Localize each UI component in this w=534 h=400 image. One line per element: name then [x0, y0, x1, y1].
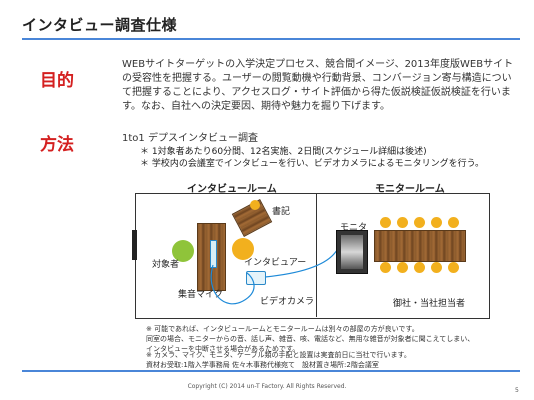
method-bullet-1: ＊ 1対象者あたり60分間、12名実施、2日間(スケジュール詳細は後述)	[140, 147, 427, 157]
scribe-seat	[250, 200, 260, 210]
method-heading: 方法	[40, 135, 74, 155]
monitor-icon	[336, 230, 368, 274]
observer-seat	[448, 217, 459, 228]
scribe-label: 書記	[272, 207, 291, 217]
note-2: ※ カメラ、マイク、モニタ、ケーブル類の手配と設置は実査前日に当社で行います。 …	[146, 351, 411, 369]
monitor-room-label: モニタールーム	[375, 184, 445, 195]
observer-seat	[431, 217, 442, 228]
monitor-screen	[341, 235, 363, 269]
interviewer-seat	[232, 238, 254, 260]
method-bullet-2: ＊ 学校内の会議室でインタビューを行い、ビデオカメラによるモニタリングを行う。	[140, 159, 485, 169]
video-camera-label: ビデオカメラ	[260, 297, 315, 307]
observer-seat	[397, 262, 408, 273]
monitor-label: モニタ	[340, 223, 368, 233]
purpose-text: WEBサイトターゲットの入学決定プロセス、競合間イメージ、2013年度版WEBサ…	[122, 59, 514, 112]
copyright: Copyright (C) 2014 un-T Factory. All Rig…	[187, 383, 347, 390]
subject-seat	[172, 240, 194, 262]
door	[132, 230, 137, 260]
note-1: ※ 可能であれば、インタビュールームとモニタールームは別々の部屋の方が良いです。…	[146, 325, 475, 353]
room-divider	[316, 193, 317, 317]
observer-seat	[380, 262, 391, 273]
observers-label: 御社・当社担当者	[393, 299, 466, 309]
subject-label: 対象者	[152, 260, 180, 270]
observer-seat	[414, 262, 425, 273]
microphone-icon	[210, 240, 217, 268]
interviewer-label: インタビュアー	[244, 258, 307, 268]
observer-seat	[380, 217, 391, 228]
page-title: インタビュー調査仕様	[22, 16, 178, 34]
camera-cable	[264, 242, 341, 278]
observer-seat	[397, 217, 408, 228]
observer-seat	[431, 262, 442, 273]
mic-cable	[210, 264, 255, 305]
mic-label: 集音マイク	[178, 290, 223, 300]
video-camera-icon	[246, 271, 266, 285]
purpose-heading: 目的	[40, 71, 74, 91]
method-line: 1to1 デプスインタビュー調査	[122, 133, 258, 144]
footer-rule	[22, 370, 520, 372]
monitor-room-table	[374, 230, 466, 262]
observer-seat	[448, 262, 459, 273]
title-rule	[22, 38, 520, 40]
observer-seat	[414, 217, 425, 228]
interview-room-label: インタビュールーム	[187, 184, 277, 195]
page-number: 5	[515, 387, 519, 394]
